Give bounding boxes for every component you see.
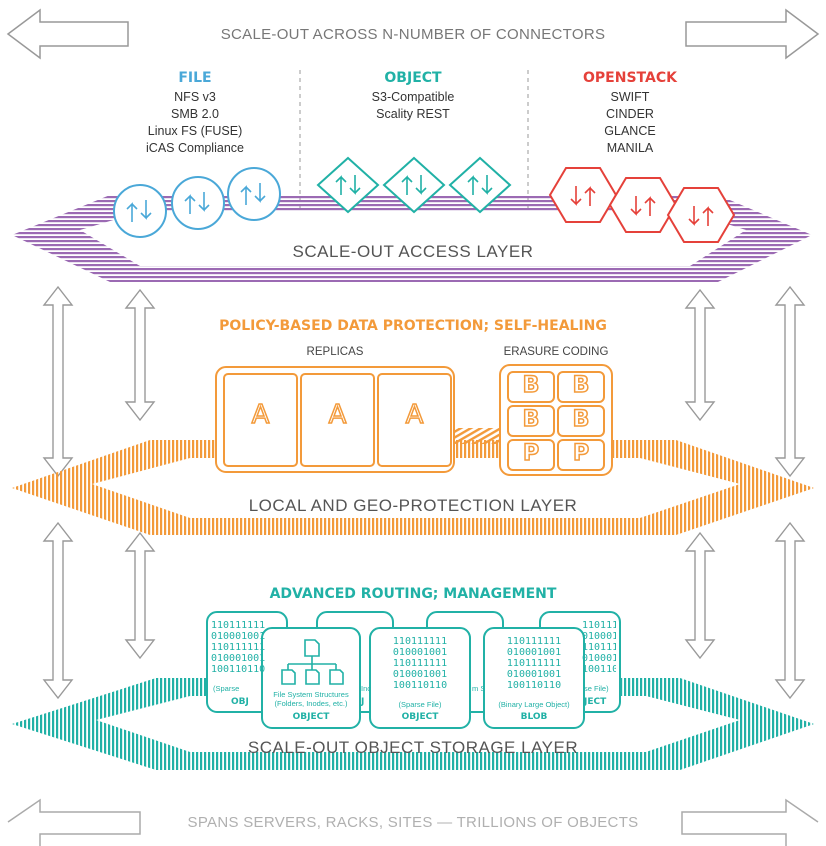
object-heading: OBJECT — [384, 70, 442, 86]
erasure-coding-label: ERASURE CODING — [503, 346, 609, 358]
binary-line: 010001001 — [506, 669, 562, 680]
replica-erasure-link — [454, 428, 500, 444]
binary-line: 110111111 — [506, 636, 562, 647]
back-card-binary: 110111111 010001001 110111111 010001001 … — [582, 620, 616, 675]
erasure-cell: B — [572, 372, 590, 399]
file-item: Linux FS (FUSE) — [147, 124, 243, 138]
binary-line: 100110110 — [211, 664, 266, 675]
object-connector-icons — [316, 156, 512, 214]
binary-line: 110111111 — [392, 658, 448, 669]
back-card-caption: Inc — [361, 684, 372, 693]
protection-heading: POLICY-BASED DATA PROTECTION; SELF-HEALI… — [219, 318, 607, 334]
top-left-arrow — [6, 8, 129, 60]
file-item: NFS v3 — [174, 90, 216, 104]
front-card-label: BLOB — [520, 712, 548, 722]
binary-line: 010001001 — [506, 647, 562, 658]
file-heading: FILE — [178, 70, 212, 86]
top-right-arrow — [685, 8, 820, 60]
replicas-group — [215, 366, 455, 473]
erasure-cell: P — [522, 440, 540, 467]
back-card-label: J — [361, 697, 365, 707]
erasure-cell: B — [522, 372, 540, 399]
back-card-binary: 110111111 010001001 110111111 010001001 … — [211, 620, 283, 675]
binary-line: 100110110 — [582, 664, 616, 675]
openstack-heading: OPENSTACK — [583, 70, 677, 86]
openstack-item: SWIFT — [610, 90, 650, 104]
openstack-items: SWIFT CINDER GLANCE MANILA — [555, 89, 705, 157]
erasure-coding-group — [499, 364, 613, 476]
replica-letter: A — [251, 399, 270, 431]
vertical-connector-arrows — [42, 285, 806, 700]
binary-line: 110111111 — [211, 642, 266, 653]
binary-line: 110111111 — [392, 636, 448, 647]
binary-line: 110111111 — [582, 620, 616, 631]
replica-letter: A — [405, 399, 424, 431]
binary-line: 010001001 — [392, 647, 448, 658]
openstack-item: GLANCE — [604, 124, 656, 138]
binary-line: 100110110 — [506, 680, 562, 691]
front-card-caption: (Binary Large Object) — [498, 700, 570, 709]
routing-heading: ADVANCED ROUTING; MANAGEMENT — [269, 586, 557, 602]
back-card-caption: m S — [472, 684, 486, 693]
access-layer-label: SCALE-OUT ACCESS LAYER — [292, 242, 534, 261]
file-sync-icons — [126, 183, 266, 222]
object-item: S3-Compatible — [371, 90, 455, 104]
binary-line: 010001001 — [211, 653, 266, 664]
openstack-connector-icons — [548, 167, 736, 243]
replicas-label: REPLICAS — [306, 346, 364, 358]
object-sync-icons — [335, 175, 493, 195]
openstack-item: MANILA — [606, 141, 654, 155]
object-items: S3-Compatible Scality REST — [338, 89, 488, 123]
back-card-caption: se File) — [584, 684, 609, 693]
protection-layer-label: LOCAL AND GEO-PROTECTION LAYER — [248, 496, 578, 515]
bottom-left-arrow — [7, 798, 141, 846]
file-tree-icon — [281, 639, 344, 685]
front-card-caption: (Sparse File) — [398, 700, 442, 709]
binary-line: 100110110 — [392, 680, 448, 691]
binary-line: 110111111 — [211, 620, 266, 631]
replica-letter: A — [328, 399, 347, 431]
object-item: Scality REST — [376, 107, 450, 121]
front-card-label: OBJECT — [292, 712, 330, 722]
erasure-cell: B — [522, 406, 540, 433]
binary-line: 010001001 — [392, 669, 448, 680]
front-card-caption: File System Structures (Folders, Inodes,… — [273, 690, 349, 708]
openstack-item: CINDER — [606, 107, 654, 121]
file-connector-icons — [113, 167, 281, 238]
back-card-caption: (Sparse — [213, 684, 240, 693]
bottom-banner-text: SPANS SERVERS, RACKS, SITES — TRILLIONS … — [187, 814, 639, 831]
file-item: iCAS Compliance — [146, 141, 244, 155]
bottom-right-arrow — [681, 798, 819, 846]
front-card-binary: 110111111 010001001 110111111 010001001 … — [490, 636, 578, 691]
file-items: NFS v3 SMB 2.0 Linux FS (FUSE) iCAS Comp… — [120, 89, 270, 157]
binary-line: 110111111 — [506, 658, 562, 669]
binary-line: 110111111 — [582, 642, 616, 653]
front-card-label: OBJECT — [401, 712, 439, 722]
binary-line: 010001001 — [582, 631, 616, 642]
file-item: SMB 2.0 — [171, 107, 219, 121]
binary-line: 010001001 — [582, 653, 616, 664]
openstack-sync-icons — [570, 186, 714, 226]
erasure-cell: B — [572, 406, 590, 433]
back-card-label: OBJ — [231, 697, 249, 707]
top-banner-text: SCALE-OUT ACROSS N-NUMBER OF CONNECTORS — [220, 26, 606, 43]
front-card-binary: 110111111 010001001 110111111 010001001 … — [376, 636, 464, 691]
storage-layer-label: SCALE-OUT OBJECT STORAGE LAYER — [247, 738, 579, 757]
binary-line: 010001001 — [211, 631, 266, 642]
back-card-label: JECT — [584, 697, 607, 707]
erasure-cell: P — [572, 440, 590, 467]
